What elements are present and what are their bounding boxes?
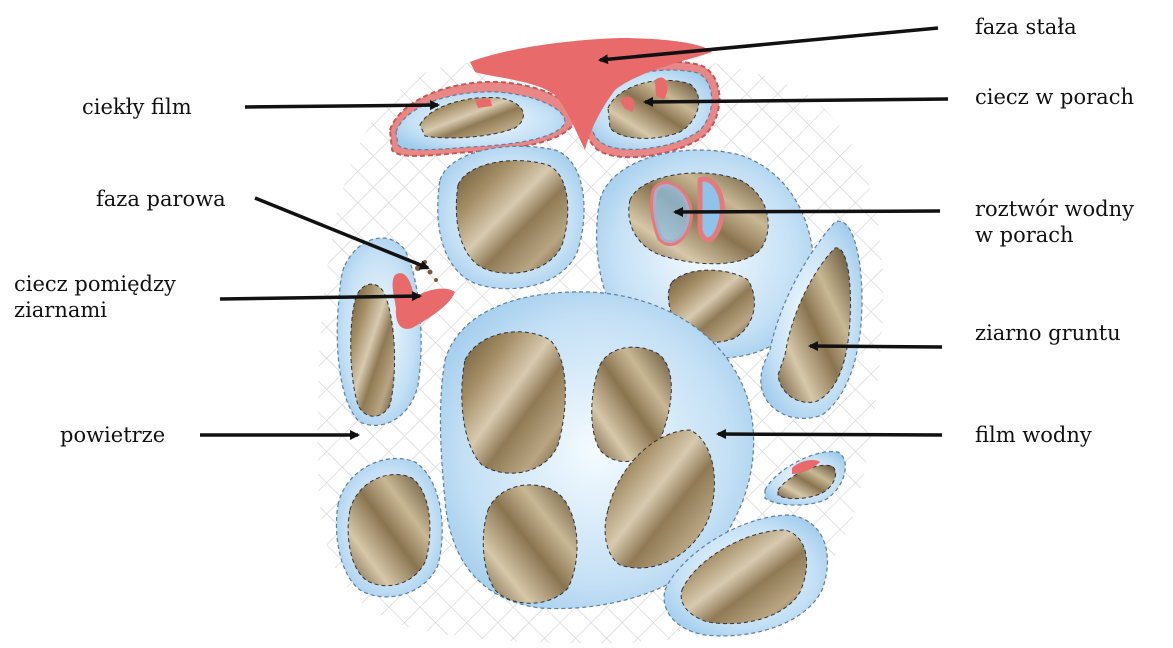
label-ciekly-film: ciekły film bbox=[82, 94, 192, 120]
grain-central-left bbox=[462, 332, 566, 473]
arrow-ciekly-film bbox=[245, 105, 438, 107]
label-roztwor-wodny: roztwór wodny w porach bbox=[975, 196, 1134, 248]
grain-bottom-left bbox=[336, 459, 442, 597]
arrow-roztwor-wodny bbox=[675, 211, 940, 212]
label-ciecz-pomiedzy: ciecz pomiędzy ziarnami bbox=[14, 271, 176, 323]
grain-central-bottom-left bbox=[483, 485, 577, 603]
label-film-wodny: film wodny bbox=[975, 422, 1092, 448]
arrow-film-wodny bbox=[718, 434, 942, 435]
label-roztwor-wodny-line2: w porach bbox=[975, 222, 1134, 248]
grain-upper-middle bbox=[438, 146, 584, 288]
arrow-ziarno-gruntu bbox=[810, 346, 942, 347]
label-powietrze: powietrze bbox=[60, 422, 165, 448]
label-ciecz-pomiedzy-line2: ziarnami bbox=[14, 297, 176, 323]
label-ziarno-gruntu: ziarno gruntu bbox=[975, 320, 1121, 346]
label-roztwor-wodny-line1: roztwór wodny bbox=[975, 196, 1134, 222]
label-ciecz-pomiedzy-line1: ciecz pomiędzy bbox=[14, 271, 176, 297]
label-faza-stala: faza stała bbox=[975, 14, 1077, 40]
label-ciecz-w-porach: ciecz w porach bbox=[975, 84, 1134, 110]
label-faza-parowa: faza parowa bbox=[96, 186, 226, 212]
